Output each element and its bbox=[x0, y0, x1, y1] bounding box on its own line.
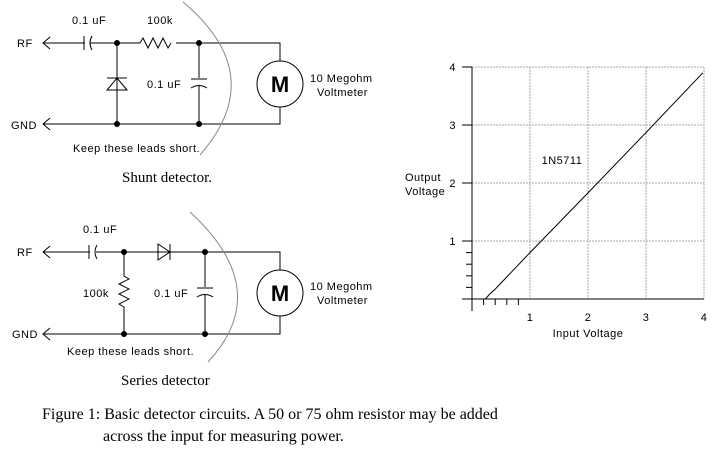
junction-dot bbox=[202, 331, 208, 337]
meter-desc: 10 Megohm bbox=[310, 73, 373, 85]
terminal-arrow-icon bbox=[42, 245, 51, 341]
series-title: Series detector bbox=[121, 373, 210, 389]
y-axis-label: Output bbox=[405, 172, 441, 184]
series-line-1n5711 bbox=[484, 72, 704, 300]
y-tick-label: 3 bbox=[449, 120, 456, 132]
x-axis-label: Input Voltage bbox=[553, 328, 624, 340]
meter-desc: 10 Megohm bbox=[310, 281, 373, 293]
junction-dot bbox=[196, 121, 202, 127]
resistor-symbol bbox=[117, 252, 131, 334]
res-label: 100k bbox=[147, 15, 173, 27]
rf-label: RF bbox=[17, 38, 33, 50]
res-label: 100k bbox=[83, 288, 109, 300]
junction-dot bbox=[121, 249, 127, 255]
cap2-label: 0.1 uF bbox=[154, 288, 188, 300]
y-axis-label: Voltage bbox=[405, 186, 445, 198]
figure-caption: Figure 1: Basic detector circuits. A 50 … bbox=[42, 404, 498, 448]
gnd-label: GND bbox=[11, 120, 37, 132]
capacitor-symbol bbox=[196, 252, 214, 334]
meter-label: M bbox=[271, 72, 289, 97]
caption-line: Figure 1: Basic detector circuits. A 50 … bbox=[42, 406, 498, 423]
resistor-symbol bbox=[139, 36, 172, 50]
x-tick-label: 1 bbox=[527, 312, 534, 324]
junction-dot bbox=[202, 249, 208, 255]
shunt-detector-circuit: RF GND 0.1 uF 100k 0.1 uF M 10 Megohm Vo… bbox=[11, 1, 373, 186]
lead-boundary-curve bbox=[189, 211, 239, 363]
cap1-label: 0.1 uF bbox=[72, 15, 106, 27]
y-tick-label: 4 bbox=[449, 62, 456, 74]
x-tick-label: 4 bbox=[701, 312, 708, 324]
series-detector-circuit: RF GND 0.1 uF 100k 0.1 uF M 10 Megohm Vo… bbox=[12, 211, 373, 389]
meter-symbol bbox=[256, 269, 304, 317]
meter-label: M bbox=[271, 281, 289, 306]
capacitor-symbol bbox=[83, 35, 93, 51]
diode-symbol bbox=[157, 243, 171, 261]
capacitor-symbol bbox=[190, 43, 208, 124]
meter-desc: Voltmeter bbox=[317, 295, 368, 307]
meter-symbol bbox=[256, 60, 304, 108]
rf-label: RF bbox=[17, 247, 33, 259]
junction-dot bbox=[114, 40, 120, 46]
terminal-arrow-icon bbox=[42, 36, 51, 131]
cap2-label: 0.1 uF bbox=[147, 79, 181, 91]
junction-dot bbox=[121, 331, 127, 337]
x-tick-label: 3 bbox=[643, 312, 650, 324]
capacitor-symbol bbox=[88, 244, 98, 260]
caption-line: across the input for measuring power. bbox=[103, 428, 344, 445]
note: Keep these leads short. bbox=[73, 143, 200, 155]
junction-dot bbox=[114, 121, 120, 127]
lead-boundary-curve bbox=[182, 1, 232, 156]
cap1-label: 0.1 uF bbox=[83, 224, 117, 236]
y-tick-label: 1 bbox=[449, 236, 456, 248]
series-label: 1N5711 bbox=[542, 155, 583, 167]
x-tick-label: 2 bbox=[585, 312, 592, 324]
diode-symbol bbox=[105, 77, 129, 91]
gnd-label: GND bbox=[12, 329, 38, 341]
meter-desc: Voltmeter bbox=[317, 87, 368, 99]
shunt-title: Shunt detector. bbox=[122, 170, 212, 186]
note: Keep these leads short. bbox=[67, 346, 194, 358]
junction-dot bbox=[196, 40, 202, 46]
y-tick-label: 2 bbox=[449, 178, 456, 190]
